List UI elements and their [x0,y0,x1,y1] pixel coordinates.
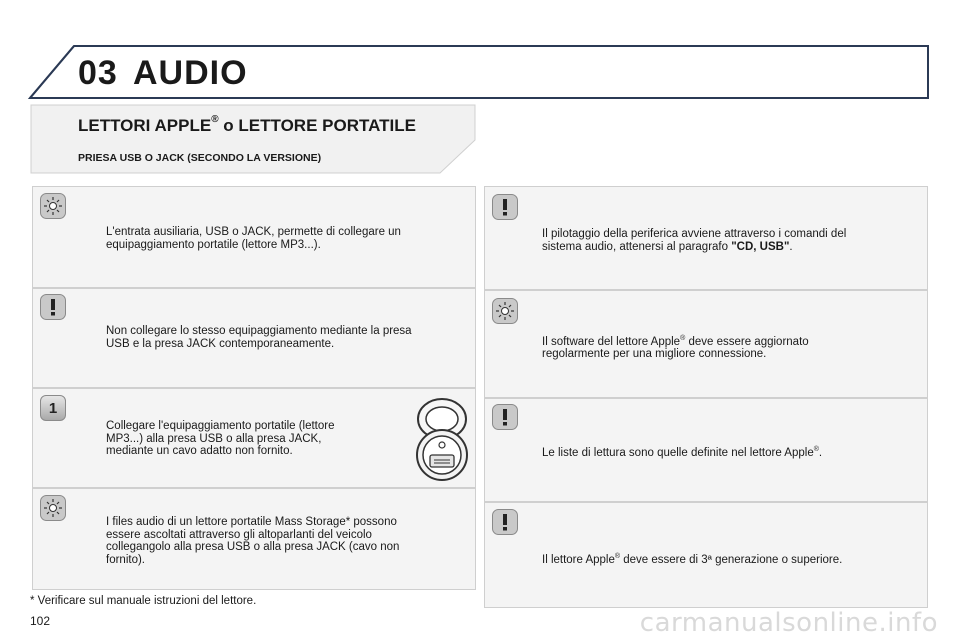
exclamation-icon [492,404,518,430]
lightbulb-icon [492,298,518,324]
left-panel-3-text: Collegare l'equipaggiamento portatile (l… [106,420,335,457]
right-panel-3-text: Le liste di lettura sono quelle definite… [542,446,823,459]
section-frame [30,104,476,174]
left-panel-4 [32,488,476,590]
section-title: LETTORI APPLE® o LETTORE PORTATILE [78,114,416,135]
exclamation-icon [492,194,518,220]
right-panel-4 [484,502,928,608]
right-panel-1-text: Il pilotaggio della periferica avviene a… [542,228,847,253]
section-subtitle: PRIESA USB O JACK (SECONDO LA VERSIONE) [78,152,322,164]
left-panel-4-text: I files audio di un lettore portatile Ma… [106,516,400,566]
left-panel-1-text: L'entrata ausiliaria, USB o JACK, permet… [106,226,401,251]
left-panel-1 [32,186,476,288]
right-panel-4-text: Il lettore Apple® deve essere di 3ª gene… [542,553,843,566]
chapter-number: 03 [78,54,118,92]
right-panel-2 [484,290,928,398]
left-panel-2 [32,288,476,388]
usb-jack-socket-illustration [416,398,468,481]
page-number: 102 [30,614,51,628]
right-panel-1 [484,186,928,290]
lightbulb-icon [40,193,66,219]
exclamation-icon [40,294,66,320]
chapter-title: AUDIO [133,54,248,92]
watermark: carmanualsonline.info [639,608,938,638]
left-panel-3 [32,388,476,488]
left-panel-2-text: Non collegare lo stesso equipaggiamento … [106,325,412,350]
lightbulb-icon [40,495,66,521]
right-panel-3 [484,398,928,502]
exclamation-icon [492,509,518,535]
right-panel-2-text: Il software del lettore Apple® deve esse… [542,335,809,361]
number-icon: 1 [40,395,66,421]
footnote: * Verificare sul manuale istruzioni del … [30,595,257,607]
header-frame [27,45,929,99]
